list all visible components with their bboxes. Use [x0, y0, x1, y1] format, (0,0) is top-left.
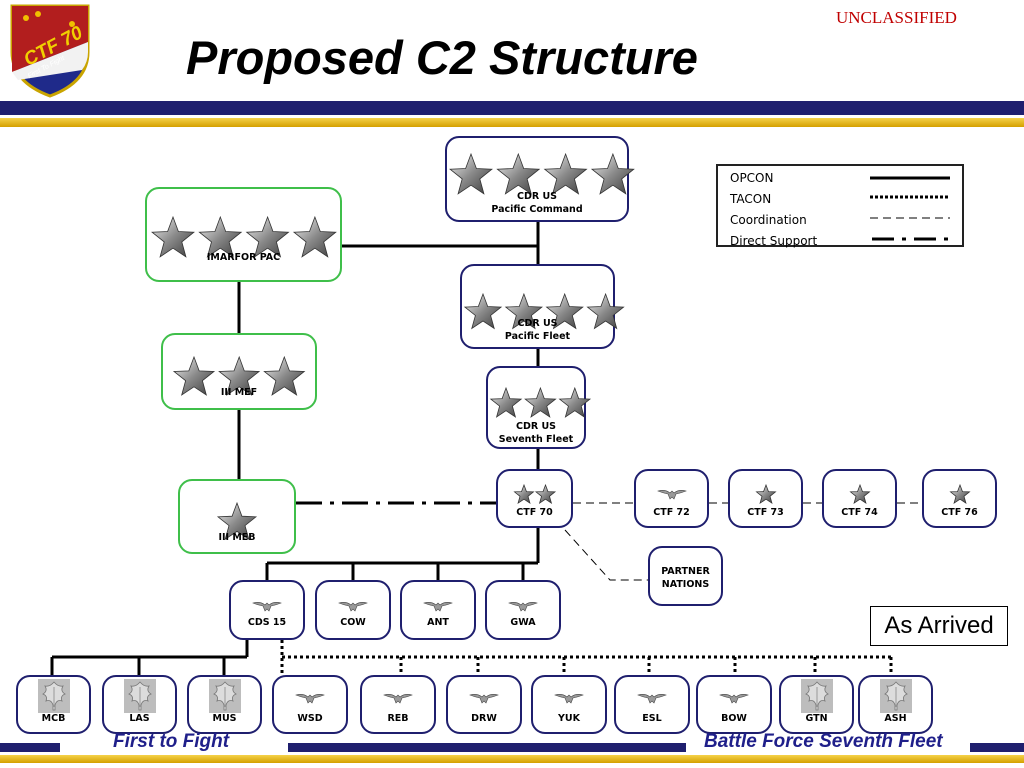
one-star-insignia: [924, 483, 995, 512]
node-wsd[interactable]: WSD: [272, 675, 348, 734]
node-ant[interactable]: ANT: [400, 580, 476, 640]
four-star-insignia: [462, 292, 625, 339]
classification-marking: UNCLASSIFIED: [836, 8, 957, 27]
node-cdr-us-pacific-command[interactable]: CDR US Pacific Command: [445, 136, 635, 222]
node-label: DRW: [471, 713, 497, 724]
one-star-insignia: [730, 483, 801, 512]
node-label: PARTNER NATIONS: [661, 566, 710, 590]
node-label: CDR US Pacific Fleet: [504, 318, 571, 342]
node-label: CTF 73: [747, 507, 784, 518]
node-ctf-73[interactable]: CTF 73: [728, 469, 803, 528]
node-reb[interactable]: REB: [360, 675, 436, 734]
node-label: CDR US Seventh Fleet: [498, 421, 574, 445]
motto-left: First to Fight: [113, 731, 230, 752]
node-label: REB: [387, 713, 409, 724]
one-star-insignia: [180, 501, 294, 550]
node-label: COW: [340, 617, 366, 628]
legend: OPCON TACON Coordination Direct Support: [716, 164, 964, 248]
node-yuk[interactable]: YUK: [531, 675, 607, 734]
oak-leaf-insignia: [189, 679, 260, 718]
eagle-insignia: [487, 599, 559, 617]
eagle-insignia: [402, 599, 474, 617]
eagle-insignia: [636, 487, 707, 505]
legend-label-tacon: TACON: [730, 192, 772, 206]
legend-label-opcon: OPCON: [730, 171, 774, 185]
node-cdr-us-seventh-fleet[interactable]: CDR US Seventh Fleet: [486, 366, 592, 449]
node-iii-mef[interactable]: III MEF: [161, 333, 317, 410]
header-band-navy: [0, 101, 1024, 115]
three-star-insignia: [488, 386, 592, 427]
legend-label-coordination: Coordination: [730, 213, 807, 227]
node-label: MUS: [212, 713, 237, 724]
legend-line-samples: [870, 176, 950, 241]
two-star-insignia: [498, 483, 571, 512]
eagle-insignia: [448, 691, 520, 709]
status-box: As Arrived: [870, 606, 1008, 646]
eagle-insignia: [616, 691, 688, 709]
node-ctf-74[interactable]: CTF 74: [822, 469, 897, 528]
eagle-insignia: [698, 691, 770, 709]
node-ctf-70[interactable]: CTF 70: [496, 469, 573, 528]
node-label: LAS: [129, 713, 150, 724]
oak-leaf-insignia: [860, 679, 931, 718]
node-label: CDS 15: [247, 617, 287, 628]
node-label: ASH: [884, 713, 907, 724]
node-label: BOW: [721, 713, 747, 724]
node-imarfor-pac[interactable]: IMARFOR PAC: [145, 187, 342, 282]
node-cow[interactable]: COW: [315, 580, 391, 640]
ctf70-logo: CTF 70 First To Fight: [8, 2, 92, 98]
node-label: GTN: [805, 713, 828, 724]
node-label: CDR US Pacific Command: [491, 191, 583, 215]
node-label: YUK: [558, 713, 580, 724]
header-band-gold: [0, 118, 1024, 127]
node-label: ESL: [642, 713, 662, 724]
node-label: ANT: [427, 617, 449, 628]
node-label: MCB: [41, 713, 66, 724]
four-star-insignia: [447, 152, 635, 205]
node-label: GWA: [510, 617, 536, 628]
node-partner-nations[interactable]: PARTNER NATIONS: [648, 546, 723, 606]
eagle-insignia: [317, 599, 389, 617]
eagle-insignia: [274, 691, 346, 709]
node-iii-meb[interactable]: III MEB: [178, 479, 296, 554]
node-label: CTF 74: [841, 507, 878, 518]
node-label: IMARFOR PAC: [206, 252, 281, 263]
three-star-insignia: [163, 355, 315, 406]
node-label: III MEB: [218, 532, 256, 543]
node-ash[interactable]: ASH: [858, 675, 933, 734]
oak-leaf-insignia: [104, 679, 175, 718]
legend-label-direct-support: Direct Support: [730, 234, 818, 248]
node-ctf-72[interactable]: CTF 72: [634, 469, 709, 528]
eagle-insignia: [362, 691, 434, 709]
node-gwa[interactable]: GWA: [485, 580, 561, 640]
node-bow[interactable]: BOW: [696, 675, 772, 734]
oak-leaf-insignia: [18, 679, 89, 718]
one-star-insignia: [824, 483, 895, 512]
node-gtn[interactable]: GTN: [779, 675, 854, 734]
node-drw[interactable]: DRW: [446, 675, 522, 734]
node-label: III MEF: [220, 387, 258, 398]
footer-band-gold: [0, 755, 1024, 763]
node-mus[interactable]: MUS: [187, 675, 262, 734]
motto-right: Battle Force Seventh Fleet: [704, 731, 943, 752]
four-star-insignia: [147, 215, 340, 268]
node-esl[interactable]: ESL: [614, 675, 690, 734]
footer-band-navy-left: [0, 743, 60, 752]
node-label: CTF 70: [516, 507, 553, 518]
footer-band-navy-right: [970, 743, 1024, 752]
node-mcb[interactable]: MCB: [16, 675, 91, 734]
node-cdr-us-pacific-fleet[interactable]: CDR US Pacific Fleet: [460, 264, 625, 349]
node-las[interactable]: LAS: [102, 675, 177, 734]
eagle-insignia: [231, 599, 303, 617]
page-title: Proposed C2 Structure: [186, 31, 698, 84]
node-ctf-76[interactable]: CTF 76: [922, 469, 997, 528]
node-label: CTF 76: [941, 507, 978, 518]
node-label: WSD: [297, 713, 323, 724]
node-label: CTF 72: [653, 507, 690, 518]
node-cds-15[interactable]: CDS 15: [229, 580, 305, 640]
eagle-insignia: [533, 691, 605, 709]
oak-leaf-insignia: [781, 679, 852, 718]
footer-band-navy-mid: [288, 743, 686, 752]
